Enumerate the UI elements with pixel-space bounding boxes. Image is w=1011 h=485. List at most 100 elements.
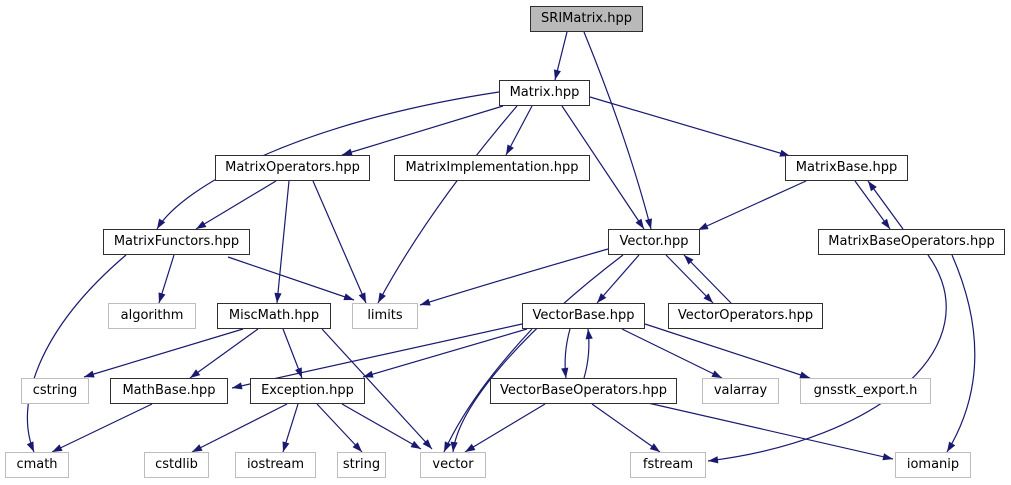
arrowhead-matrix-matrixbase bbox=[779, 149, 790, 157]
node-vectorbase[interactable]: VectorBase.hpp bbox=[522, 303, 645, 329]
arrowhead-vector_hpp-vector_std bbox=[450, 441, 458, 452]
arrowhead-exception-string bbox=[352, 442, 362, 452]
arrowhead-matrixfunctors-algorithm bbox=[158, 292, 166, 303]
arrowhead-matrix-vector_hpp bbox=[635, 218, 644, 229]
node-miscmath[interactable]: MiscMath.hpp bbox=[217, 303, 331, 329]
arrowhead-vector_hpp-vectoroperators bbox=[703, 293, 713, 303]
arrowhead-vectorbase-exception bbox=[363, 370, 374, 378]
arrowhead-miscmath-mathbase bbox=[190, 369, 201, 378]
node-vector_std: vector bbox=[420, 452, 486, 478]
arrowhead-matrixbaseoperators-matrixbase bbox=[868, 181, 877, 192]
node-valarray: valarray bbox=[702, 378, 779, 404]
arrowhead-matrixbase-matrixbaseoperators bbox=[881, 218, 890, 229]
node-matrixoperators[interactable]: MatrixOperators.hpp bbox=[215, 155, 370, 181]
node-srimatrix: SRIMatrix.hpp bbox=[530, 6, 643, 32]
arrowhead-exception-cstdlib bbox=[192, 444, 203, 452]
edge-matrixbaseoperators-iomanip bbox=[946, 254, 976, 453]
edge-vectorbase-mathbase bbox=[231, 323, 523, 389]
edge-exception-cstdlib bbox=[191, 403, 288, 453]
arrowhead-matrix-matriximplementation bbox=[506, 144, 514, 155]
node-cmath: cmath bbox=[5, 452, 69, 478]
node-algorithm: algorithm bbox=[108, 303, 196, 329]
arrowhead-srimatrix-vector_hpp bbox=[645, 218, 652, 229]
arrowhead-vectorbase-valarray bbox=[711, 370, 722, 378]
edge-matrixfunctors-cmath bbox=[26, 254, 127, 453]
arrowhead-vector_hpp-limits bbox=[420, 298, 431, 306]
edge-matrixbaseoperators-fstream bbox=[707, 254, 947, 462]
edge-vector_hpp-vectoroperators bbox=[665, 254, 714, 304]
edge-matrixoperators-matrixfunctors bbox=[195, 180, 277, 230]
arrowhead-matrix-matrixoperators bbox=[342, 148, 353, 156]
edge-vectorbase-exception bbox=[362, 328, 528, 378]
edge-vectorbaseoperators-fstream bbox=[591, 403, 661, 453]
arrowhead-matrixoperators-miscmath bbox=[274, 292, 282, 303]
edge-vector_hpp-vector_std bbox=[452, 254, 624, 453]
node-cstring: cstring bbox=[21, 378, 89, 404]
edge-matrix-limits bbox=[377, 105, 518, 304]
arrowhead-exception-vector_std bbox=[410, 440, 421, 449]
node-vectoroperators[interactable]: VectorOperators.hpp bbox=[668, 303, 823, 329]
edge-vectorbase-vector_std bbox=[443, 328, 533, 453]
arrowhead-vectorbaseoperators-vector_std bbox=[465, 443, 476, 452]
arrowhead-miscmath-exception bbox=[295, 367, 302, 378]
node-iomanip: iomanip bbox=[895, 452, 971, 478]
node-matrixbase[interactable]: MatrixBase.hpp bbox=[785, 155, 908, 181]
node-matrixfunctors[interactable]: MatrixFunctors.hpp bbox=[103, 229, 250, 255]
node-fstream: fstream bbox=[630, 452, 706, 478]
arrowhead-mathbase-cmath bbox=[52, 444, 63, 452]
arrowhead-matrixoperators-matrixfunctors bbox=[196, 220, 207, 229]
edge-miscmath-mathbase bbox=[189, 328, 259, 379]
node-string: string bbox=[337, 452, 386, 478]
arrowhead-miscmath-vector_std bbox=[422, 439, 432, 449]
arrowhead-vectorbase-mathbase bbox=[232, 382, 243, 390]
arrowhead-miscmath-cstring bbox=[84, 370, 95, 378]
arrowhead-matrixfunctors-limits bbox=[343, 293, 354, 301]
node-matrix[interactable]: Matrix.hpp bbox=[499, 80, 590, 106]
edge-miscmath-cstring bbox=[83, 328, 244, 378]
edge-vectorbaseoperators-vector_std bbox=[464, 403, 546, 453]
node-exception[interactable]: Exception.hpp bbox=[250, 378, 365, 404]
edge-matrixfunctors-limits bbox=[227, 256, 355, 301]
arrowhead-vector_hpp-vectorbase bbox=[597, 293, 607, 303]
arrowhead-vectorbaseoperators-vectorbase bbox=[585, 329, 593, 340]
node-matrixbaseoperators[interactable]: MatrixBaseOperators.hpp bbox=[818, 229, 1005, 255]
edge-vectoroperators-vector_hpp bbox=[683, 254, 732, 304]
node-iostream: iostream bbox=[235, 452, 316, 478]
arrowhead-vectorbase-vector_std bbox=[444, 441, 452, 452]
edge-miscmath-vector_std bbox=[321, 328, 433, 450]
edge-vector_hpp-limits bbox=[419, 248, 609, 306]
edge-matrix-vector_hpp bbox=[561, 105, 645, 230]
arrowhead-matrix-limits bbox=[378, 292, 386, 303]
edge-matrixoperators-limits bbox=[312, 180, 367, 304]
arrowhead-matrix-matrixfunctors bbox=[157, 218, 166, 229]
node-vectorbaseoperators[interactable]: VectorBaseOperators.hpp bbox=[490, 378, 677, 404]
edge-matrixbase-vector_hpp bbox=[697, 180, 807, 231]
node-gnsstk_export: gnsstk_export.h bbox=[800, 378, 931, 404]
arrowhead-vectoroperators-vector_hpp bbox=[684, 255, 694, 265]
node-matriximplementation[interactable]: MatrixImplementation.hpp bbox=[394, 155, 590, 181]
edge-exception-vector_std bbox=[341, 403, 422, 450]
edge-mathbase-cmath bbox=[51, 403, 153, 453]
node-limits: limits bbox=[352, 303, 418, 329]
edge-vectorbase-gnsstk_export bbox=[644, 323, 811, 379]
edge-matrix-matrixbase bbox=[589, 96, 791, 157]
edge-exception-string bbox=[316, 403, 363, 453]
arrowhead-matrixoperators-limits bbox=[358, 292, 366, 303]
node-cstdlib: cstdlib bbox=[144, 452, 209, 478]
arrowhead-matrixfunctors-cmath bbox=[26, 441, 34, 452]
edge-matrix-matrixoperators bbox=[341, 105, 504, 156]
edge-vectorbase-valarray bbox=[621, 328, 723, 379]
edge-vectorbaseoperators-iomanip bbox=[647, 402, 894, 460]
edge-matrixoperators-miscmath bbox=[276, 180, 290, 304]
edge-srimatrix-vector_hpp bbox=[583, 31, 652, 230]
arrowhead-vectorbaseoperators-fstream bbox=[649, 443, 660, 452]
arrowhead-matrixbase-vector_hpp bbox=[698, 222, 709, 230]
arrowhead-exception-iostream bbox=[282, 441, 290, 452]
arrowhead-vectorbaseoperators-iomanip bbox=[882, 453, 893, 461]
node-vector_hpp[interactable]: Vector.hpp bbox=[608, 229, 700, 255]
arrowhead-srimatrix-matrix bbox=[553, 69, 561, 80]
arrowhead-vectorbase-gnsstk_export bbox=[799, 371, 810, 379]
node-mathbase[interactable]: MathBase.hpp bbox=[110, 378, 228, 404]
